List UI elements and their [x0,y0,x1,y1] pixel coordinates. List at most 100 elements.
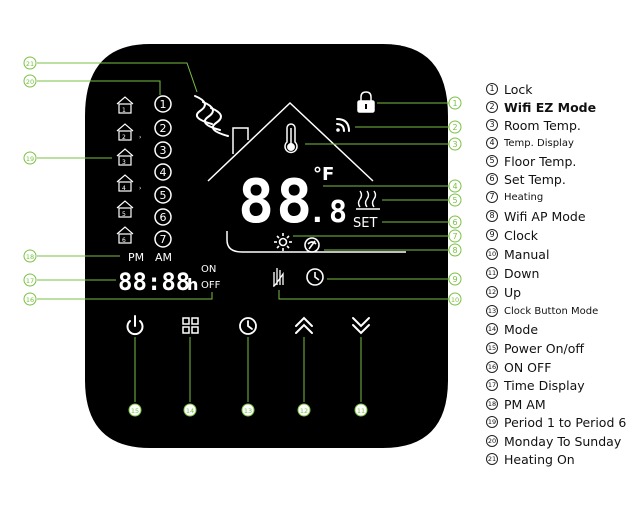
callout-1: 1 [448,96,462,110]
callout-5: 5 [448,193,462,207]
wifi-ap-icon [304,237,320,253]
up-button[interactable] [295,316,313,334]
legend-number: 6 [486,173,498,185]
svg-text:1: 1 [452,99,457,108]
legend-item-13: 13 Clock Button Mode [486,302,598,320]
power-icon [126,315,144,336]
day-numbers: 1 2 3 4 5 6 7 [154,95,172,248]
chevron-down-icon [352,317,370,335]
temperature-digits: 88 [238,167,314,237]
off-label: OFF [201,280,221,291]
mode-button[interactable] [182,317,199,334]
legend-number: 10 [486,248,498,260]
day-number-3: 3 [154,141,172,159]
svg-text:18: 18 [26,253,34,261]
period-4-arrow: › [139,185,141,192]
period-2-icon: 2 › [116,123,141,141]
legend-label: Lock [504,81,533,97]
legend-label: Wifi AP Mode [504,208,586,224]
svg-text:15: 15 [131,407,139,415]
pm-label: PM [128,251,144,264]
svg-text:4: 4 [452,182,457,191]
legend-label: Wifi EZ Mode [504,99,597,115]
legend-item-6: 6 Set Temp. [486,170,566,188]
period-3-icon: 3 [116,148,134,166]
period-4-number: 4 [122,185,126,192]
period-6-icon: 6 [116,226,134,244]
svg-text:5: 5 [160,189,167,202]
chevron-up-icon [295,316,313,334]
svg-text:21: 21 [26,60,34,68]
callout-19: 19 [23,151,37,165]
wifi-icon [336,118,350,132]
day-number-6: 6 [154,208,172,226]
callout-18: 18 [23,249,37,263]
period-4-icon: 4 › [116,174,141,192]
legend-label: ON OFF [504,359,552,375]
legend-label: Manual [504,246,550,262]
period-2-number: 2 [122,134,126,141]
callout-21: 21 [23,56,37,70]
svg-text:3: 3 [452,140,457,149]
down-button[interactable] [352,317,370,335]
svg-text:13: 13 [244,407,252,415]
callout-3: 3 [448,137,462,151]
legend-number: 2 [486,101,498,113]
legend-label: Time Display [504,377,585,393]
svg-text:2: 2 [160,122,167,135]
callout-14: 14 [183,403,197,417]
svg-text:20: 20 [26,78,34,86]
day-number-2: 2 [154,119,172,137]
on-label: ON [201,264,216,275]
period-1-number: 1 [122,107,126,114]
legend-label: Heating On [504,451,575,467]
legend-label: Power On/off [504,340,584,356]
callout-4: 4 [448,179,462,193]
svg-text:5: 5 [452,196,457,205]
day-number-1: 1 [154,95,172,113]
clock-display-icon [306,268,324,286]
svg-text:7: 7 [452,232,457,241]
legend-label: Temp. Display [504,137,574,149]
svg-text:12: 12 [300,407,308,415]
legend-label: Clock Button Mode [504,305,599,317]
callout-9: 9 [448,272,462,286]
legend-label: Set Temp. [504,171,566,187]
legend-number: 16 [486,361,498,373]
callout-20: 20 [23,74,37,88]
callout-16: 16 [23,292,37,306]
legend-number: 4 [486,137,498,149]
legend-label: Room Temp. [504,117,581,133]
legend-number: 18 [486,398,498,410]
day-number-7: 7 [154,230,172,248]
callout-10: 10 [448,292,462,306]
svg-text:16: 16 [26,296,34,304]
svg-text:17: 17 [26,277,34,285]
svg-text:14: 14 [186,407,194,415]
period-6-number: 6 [122,237,126,244]
power-button[interactable] [126,315,144,336]
callout-7: 7 [448,229,462,243]
legend-number: 13 [486,305,498,317]
clock-button[interactable] [239,317,257,335]
callout-8: 8 [448,243,462,257]
callout-2: 2 [448,120,462,134]
day-number-4: 4 [154,163,172,181]
svg-text:3: 3 [160,144,167,157]
legend-number: 20 [486,435,498,447]
clock-icon [239,317,257,335]
floor-heat-icon [356,190,380,210]
legend-label: Heating [504,191,544,203]
